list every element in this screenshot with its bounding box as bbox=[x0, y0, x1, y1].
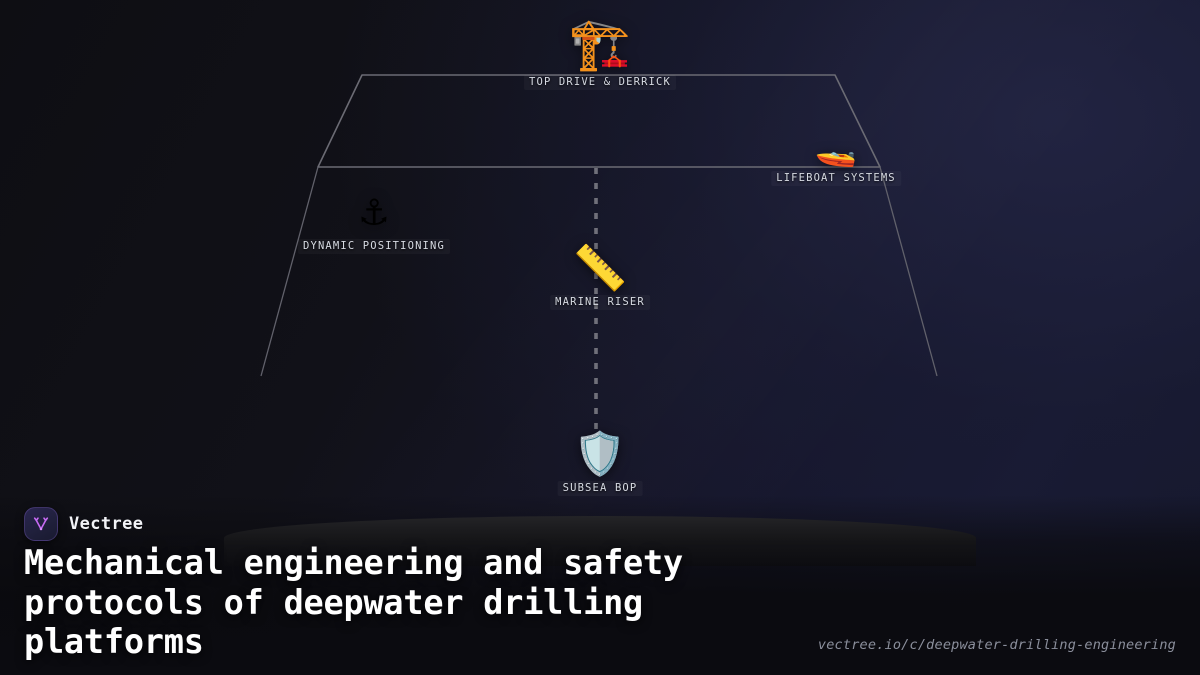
construction-crane-icon: 🏗️ bbox=[568, 15, 632, 73]
node-lifeboat-systems[interactable]: 🚤 LIFEBOAT SYSTEMS bbox=[771, 130, 901, 186]
node-top-drive-derrick[interactable]: 🏗️ TOP DRIVE & DERRICK bbox=[524, 16, 676, 90]
brand-name-label: Vectree bbox=[69, 514, 144, 534]
node-label-lifeboat-systems: LIFEBOAT SYSTEMS bbox=[771, 171, 901, 186]
vectree-v-logo-icon bbox=[24, 507, 58, 541]
node-marine-riser[interactable]: 📏 MARINE RISER bbox=[550, 242, 650, 310]
node-label-dynamic-positioning: DYNAMIC POSITIONING bbox=[298, 239, 450, 254]
node-label-marine-riser: MARINE RISER bbox=[550, 295, 650, 310]
platform-leg-right bbox=[879, 166, 938, 377]
source-url-label: vectree.io/c/deepwater-drilling-engineer… bbox=[817, 637, 1176, 653]
node-dynamic-positioning[interactable]: ⚓ DYNAMIC POSITIONING bbox=[298, 186, 450, 254]
node-label-subsea-bop: SUBSEA BOP bbox=[558, 481, 643, 496]
shield-icon: 🛡️ bbox=[573, 429, 627, 478]
node-subsea-bop[interactable]: 🛡️ SUBSEA BOP bbox=[558, 430, 643, 496]
node-label-top-drive-derrick: TOP DRIVE & DERRICK bbox=[524, 75, 676, 90]
platform-leg-left bbox=[260, 166, 319, 377]
anchor-icon: ⚓ bbox=[360, 185, 388, 236]
brand-lockup[interactable]: Vectree bbox=[24, 507, 143, 541]
straight-ruler-icon: 📏 bbox=[572, 243, 628, 294]
speedboat-icon: 🚤 bbox=[814, 129, 858, 169]
